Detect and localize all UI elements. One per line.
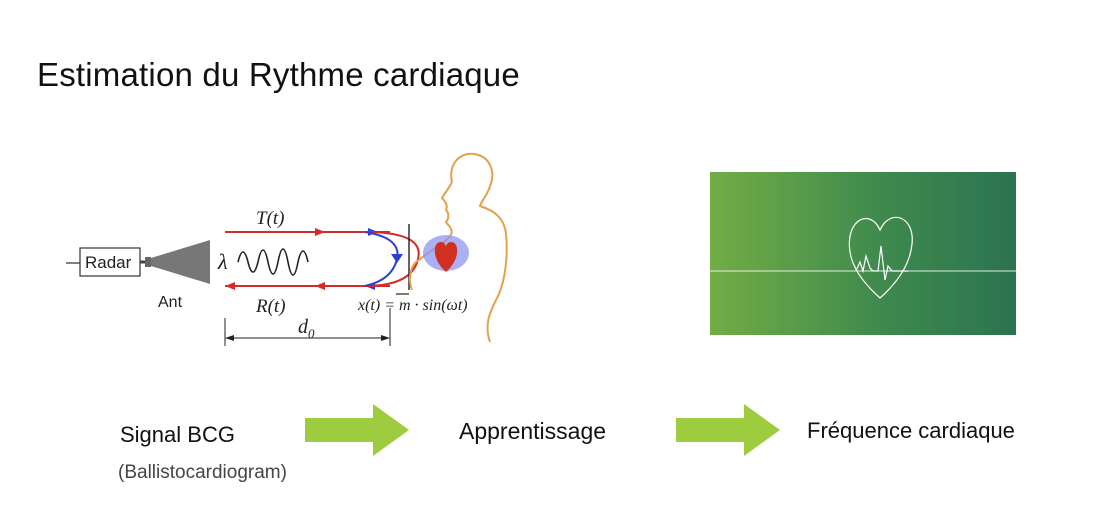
antenna-feed — [145, 257, 151, 267]
distance-arrow-left — [225, 335, 234, 341]
heart-ecg-icon — [848, 216, 913, 299]
flow-step-signal-bcg: Signal BCG — [120, 422, 235, 447]
radar-diagram: Radar Ant T(t) R(t) λ x(t) = m · sin(ωt)… — [66, 152, 508, 346]
distance-label: d0 — [298, 316, 315, 341]
flow-step-apprentissage: Apprentissage — [459, 418, 607, 444]
page-title: Estimation du Rythme cardiaque — [37, 56, 520, 93]
reflection-arrow — [391, 254, 403, 263]
transmit-label: T(t) — [256, 208, 285, 229]
heart-icon — [434, 242, 458, 272]
flow-step-signal-note: (Ballistocardiogram) — [118, 462, 287, 483]
ecg-pulse-line — [855, 245, 908, 281]
receive-arrow-2 — [315, 282, 325, 290]
displacement-equation: x(t) = m · sin(ωt) — [357, 297, 468, 314]
reflection-arc-inner — [364, 231, 399, 287]
wavelength-symbol: λ — [217, 249, 228, 274]
distance-arrow-right — [381, 335, 390, 341]
reflection-arc-outer — [364, 231, 420, 287]
heart-rate-panel — [710, 172, 1016, 335]
wave-signal — [237, 248, 309, 276]
antenna-label: Ant — [158, 294, 183, 311]
flow-arrow-right-icon-2 — [676, 404, 780, 456]
radar-label: Radar — [85, 253, 132, 272]
panel-background — [710, 172, 1016, 335]
antenna-horn-icon — [151, 240, 210, 284]
receive-arrow — [225, 282, 235, 290]
transmit-arrow — [315, 228, 325, 236]
body-outline-front — [408, 181, 453, 291]
receive-label: R(t) — [255, 296, 286, 317]
flow-arrow-right-icon — [305, 404, 409, 456]
body-outline-back — [450, 152, 508, 343]
flow-step-frequence: Fréquence cardiaque — [807, 418, 1015, 443]
